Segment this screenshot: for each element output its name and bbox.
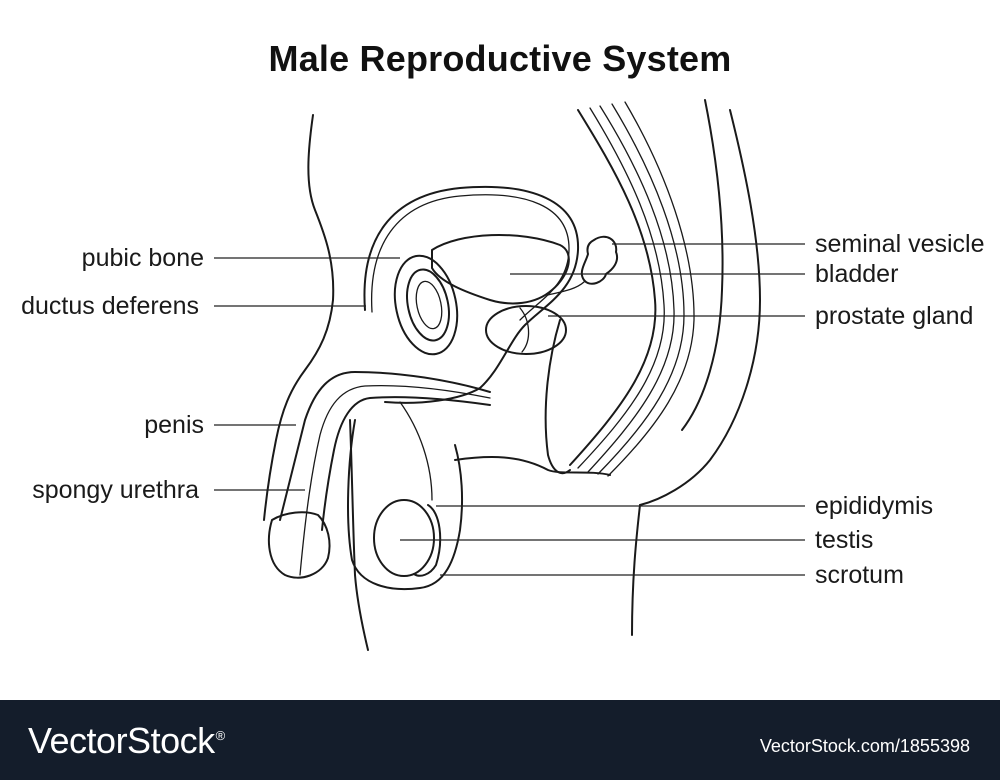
seminal-vesicle-shape (580, 235, 618, 285)
rectum-inner (544, 319, 571, 475)
rectum-line-3 (587, 105, 675, 473)
brand-name: VectorStock (28, 720, 215, 761)
penis-lower (321, 396, 491, 531)
brand-registered-mark: ® (215, 728, 226, 743)
pubic-bone-core (415, 280, 443, 330)
perineum-line (454, 456, 611, 476)
pubic-bone-outer (393, 254, 459, 356)
label-penis: penis (144, 411, 204, 439)
label-bladder: bladder (815, 260, 899, 288)
penis-upper (279, 371, 491, 521)
seminal-vesicle-duct (547, 281, 585, 296)
label-pubic-bone: pubic bone (81, 244, 204, 272)
testis-shape (373, 499, 435, 577)
label-scrotum: scrotum (815, 561, 904, 589)
ductus-deferens-loop (363, 185, 580, 404)
label-ductus-deferens: ductus deferens (21, 292, 199, 320)
ductus-deferens-loop-inner (370, 194, 570, 321)
stock-id: VectorStock.com/1855398 (759, 736, 970, 756)
back-outline-outer (639, 109, 761, 506)
rectum-line-4 (597, 103, 685, 475)
label-testis: testis (815, 526, 874, 554)
rectum-line-1 (569, 109, 657, 466)
ductus-to-testis (399, 401, 433, 501)
pubic-bone-inner (406, 268, 450, 342)
epididymis-shape (413, 504, 442, 577)
diagram-stage: Male Reproductive System (21, 38, 985, 651)
glans-shape (267, 511, 331, 579)
label-epididymis: epididymis (815, 492, 934, 520)
prostate-division (519, 307, 530, 353)
watermark-footer: VectorStock® VectorStock.com/1855398 (0, 700, 1000, 780)
vectorstock-logo[interactable]: VectorStock® (28, 720, 225, 762)
bladder-shape (431, 234, 570, 305)
thigh-outline (349, 419, 369, 651)
anatomy-illustration (214, 99, 805, 651)
scrotum-outline (347, 419, 464, 591)
label-seminal-vesicle: seminal vesicle (815, 230, 985, 258)
diagram-title: Male Reproductive System (268, 38, 732, 79)
rectum-line-5 (607, 101, 695, 477)
label-prostate-gland: prostate gland (815, 302, 974, 330)
rectum-line-2 (577, 107, 665, 469)
buttock-line (631, 504, 641, 636)
prostate-gland-shape (485, 305, 567, 355)
label-spongy-urethra: spongy urethra (32, 476, 199, 504)
back-outline-inner (681, 99, 724, 431)
body-front-outline (263, 114, 335, 521)
spongy-urethra-line (299, 384, 491, 576)
